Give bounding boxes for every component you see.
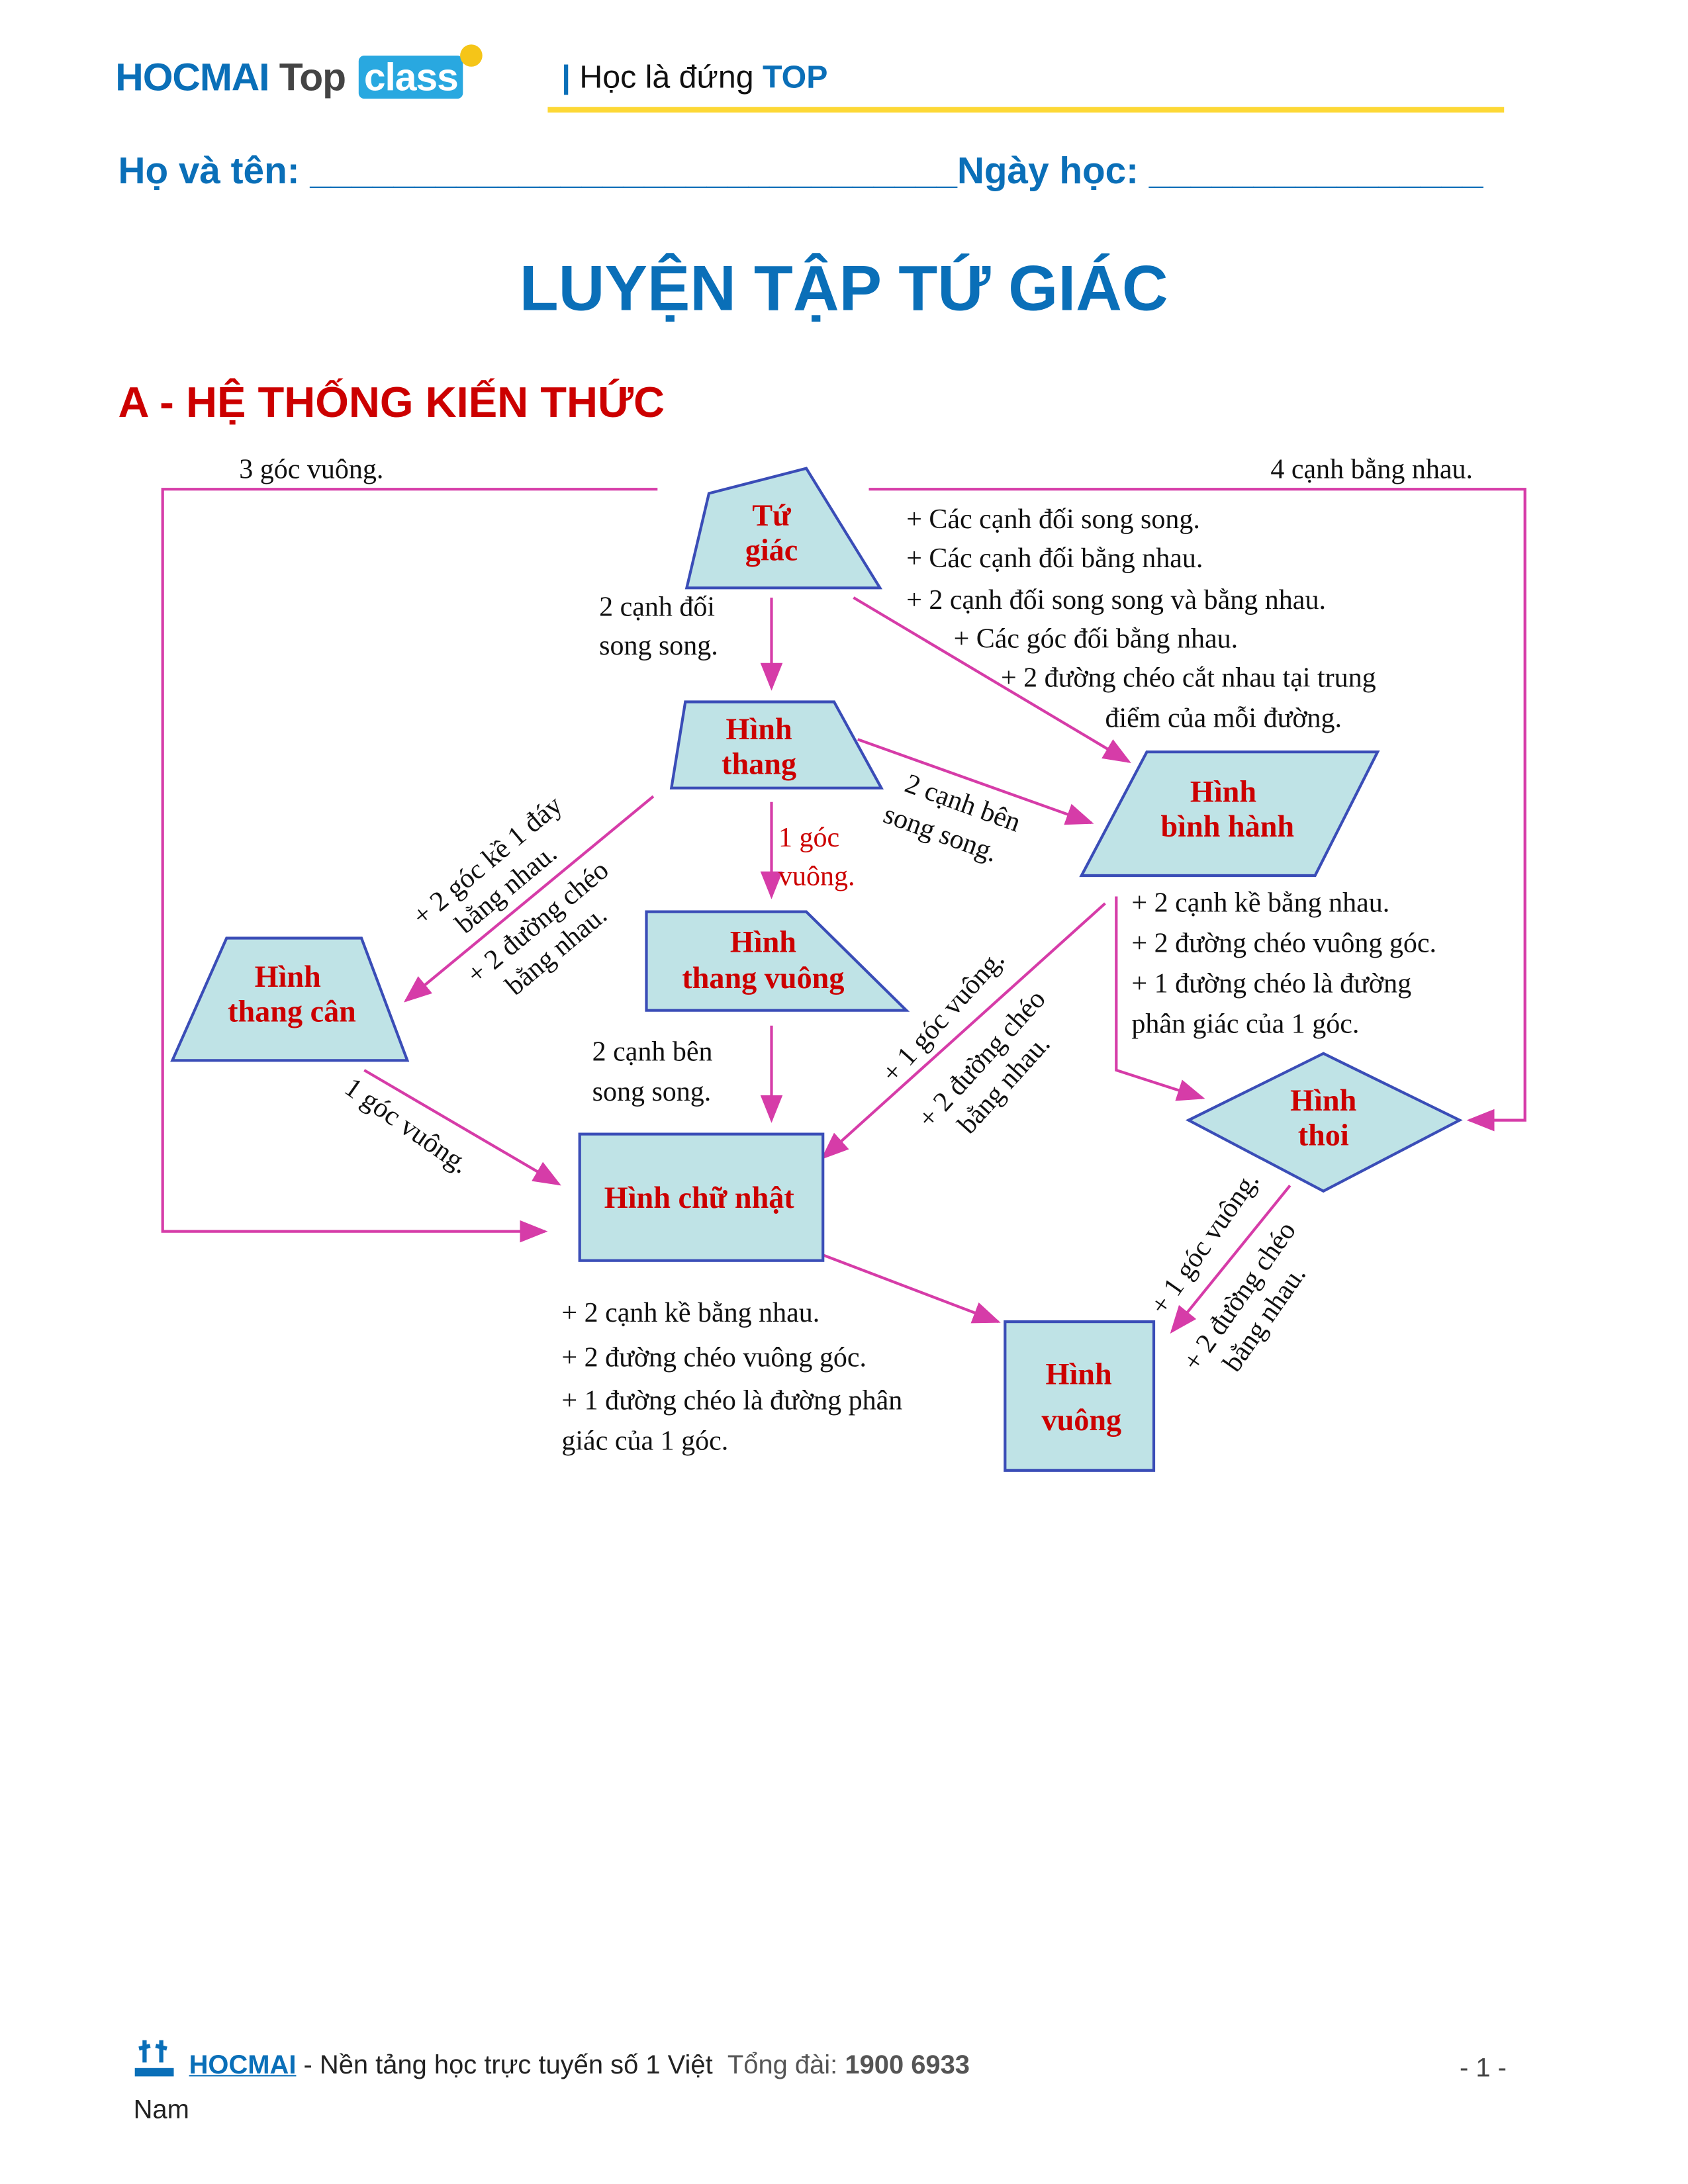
section-heading: A - HỆ THỐNG KIẾN THỨC: [118, 378, 665, 427]
edge-label: + 1 đường chéo là đường phân: [561, 1385, 902, 1416]
edge-label: + 1 đường chéo là đường: [1131, 968, 1411, 999]
date-label: Ngày học:: [957, 150, 1139, 192]
footer-tagline-end: Nam: [133, 2095, 189, 2125]
arrow-thang-to-thangcan: [403, 795, 655, 1003]
name-field[interactable]: _______________________________: [310, 150, 957, 192]
node-hinh-thang: Hình thang: [669, 700, 884, 790]
edge-label: + Các cạnh đối song song.: [906, 504, 1200, 535]
edge-label: song song.: [599, 631, 718, 661]
logo-top: Top: [279, 56, 346, 99]
slogan-text: Học là đứng: [579, 58, 754, 95]
node-label: vuông: [1041, 1403, 1121, 1437]
hocmai-topclass-logo: HOCMAI Top class: [115, 44, 483, 100]
node-label: Hình: [730, 925, 796, 959]
node-hinh-binh-hanh: Hình bình hành: [1079, 750, 1380, 878]
edge-label: + 2 đường chéo cắt nhau tại trung: [1001, 662, 1376, 693]
slogan-top: TOP: [763, 58, 828, 95]
node-label: Hình: [726, 712, 792, 746]
arrow-tugiac-to-thoi: [868, 488, 1526, 1132]
hotline-label: Tổng đài:: [727, 2051, 838, 2081]
star-badge-icon: [460, 44, 483, 67]
logo-brand: HOCMAI: [115, 56, 269, 99]
logo-class: class: [358, 56, 464, 99]
connector-lines: [161, 488, 1526, 1334]
slogan: | Học là đứng TOP: [561, 58, 828, 95]
edge-label: + 2 cạnh kề bằng nhau.: [1131, 888, 1389, 919]
node-hinh-vuong: Hình vuông: [1004, 1320, 1156, 1472]
footer: HOCMAI - Nền tảng học trực tuyến số 1 Vi…: [134, 2052, 970, 2082]
edge-label: 3 góc vuông.: [239, 454, 383, 484]
arrow-thoi-to-vuong: [1170, 1184, 1291, 1334]
edge-label: 1 góc: [778, 823, 839, 853]
arrow-tugiac-to-binhhanh: [853, 596, 1131, 763]
node-label: Hình: [1046, 1357, 1112, 1391]
node-label: bình hành: [1160, 809, 1294, 843]
edge-label: + Các góc đối bằng nhau.: [954, 624, 1239, 655]
node-label: giác: [745, 533, 798, 567]
hocmai-link[interactable]: HOCMAI: [189, 2051, 297, 2081]
arrow-binhhanh-to-chunhat: [821, 902, 1106, 1160]
edge-label: 1 góc vuông.: [339, 1072, 475, 1180]
edge-label: 2 cạnh bên: [592, 1036, 713, 1067]
node-hinh-thang-can: Hình thang cân: [170, 936, 410, 1062]
arrow-thangcan-to-chunhat: [363, 1069, 561, 1186]
node-label: thoi: [1298, 1118, 1349, 1152]
header-divider: [547, 107, 1505, 113]
arrow-tugiac-to-chunhat: [161, 488, 658, 1243]
date-field[interactable]: ________________: [1149, 150, 1483, 192]
edge-label: 2 cạnh đối: [599, 592, 715, 622]
edge-label: + 2 đường chéo vuông góc.: [1131, 928, 1436, 958]
edge-label: giác của 1 góc.: [561, 1426, 728, 1456]
node-label: Tứ: [752, 498, 792, 532]
node-label: Hình: [1190, 775, 1256, 809]
page-number: - 1 -: [1460, 2054, 1507, 2083]
edge-label: + 2 cạnh kề bằng nhau.: [561, 1298, 820, 1328]
diagram-labels: 3 góc vuông. 4 cạnh bằng nhau. 2 cạnh đố…: [239, 454, 1473, 1456]
edge-label: + 2 cạnh đối song song và bằng nhau.: [906, 585, 1326, 615]
node-label: Hình chữ nhật: [604, 1181, 795, 1214]
arrow-thang-to-binhhanh: [857, 738, 1094, 825]
node-label: Hình: [255, 960, 321, 993]
node-hinh-chu-nhat: Hình chữ nhật: [578, 1132, 825, 1262]
edge-label: điểm của mỗi đường.: [1105, 703, 1342, 733]
student-fields: Họ và tên: _____________________________…: [118, 150, 1483, 193]
edge-label: phân giác của 1 góc.: [1131, 1009, 1359, 1039]
edge-label: song song.: [592, 1077, 712, 1107]
node-label: thang cân: [228, 995, 356, 1028]
page-title: LUYỆN TẬP TỨ GIÁC: [519, 251, 1168, 324]
edge-label: 4 cạnh bằng nhau.: [1270, 454, 1473, 484]
node-label: Hình: [1290, 1083, 1356, 1117]
node-hinh-thoi: Hình thoi: [1185, 1052, 1463, 1193]
footer-tagline: - Nền tảng học trực tuyến số 1 Việt: [303, 2051, 713, 2081]
edge-label: + 2 đường chéo vuông góc.: [561, 1342, 867, 1373]
hotline-number: 1900 6933: [845, 2051, 970, 2081]
hocmai-logo-icon: [134, 2040, 174, 2077]
arrow-chunhat-to-vuong: [822, 1253, 1001, 1324]
arrow-binhhanh-to-thoi: [1115, 896, 1205, 1101]
node-label: thang vuông: [682, 961, 844, 995]
edge-label: + Các cạnh đối bằng nhau.: [906, 543, 1203, 574]
node-tu-giac: Tứ giác: [684, 467, 883, 590]
node-hinh-thang-vuong: Hình thang vuông: [645, 910, 910, 1012]
edge-label: vuông.: [778, 862, 855, 892]
name-label: Họ và tên:: [118, 150, 300, 192]
node-label: thang: [722, 747, 796, 781]
